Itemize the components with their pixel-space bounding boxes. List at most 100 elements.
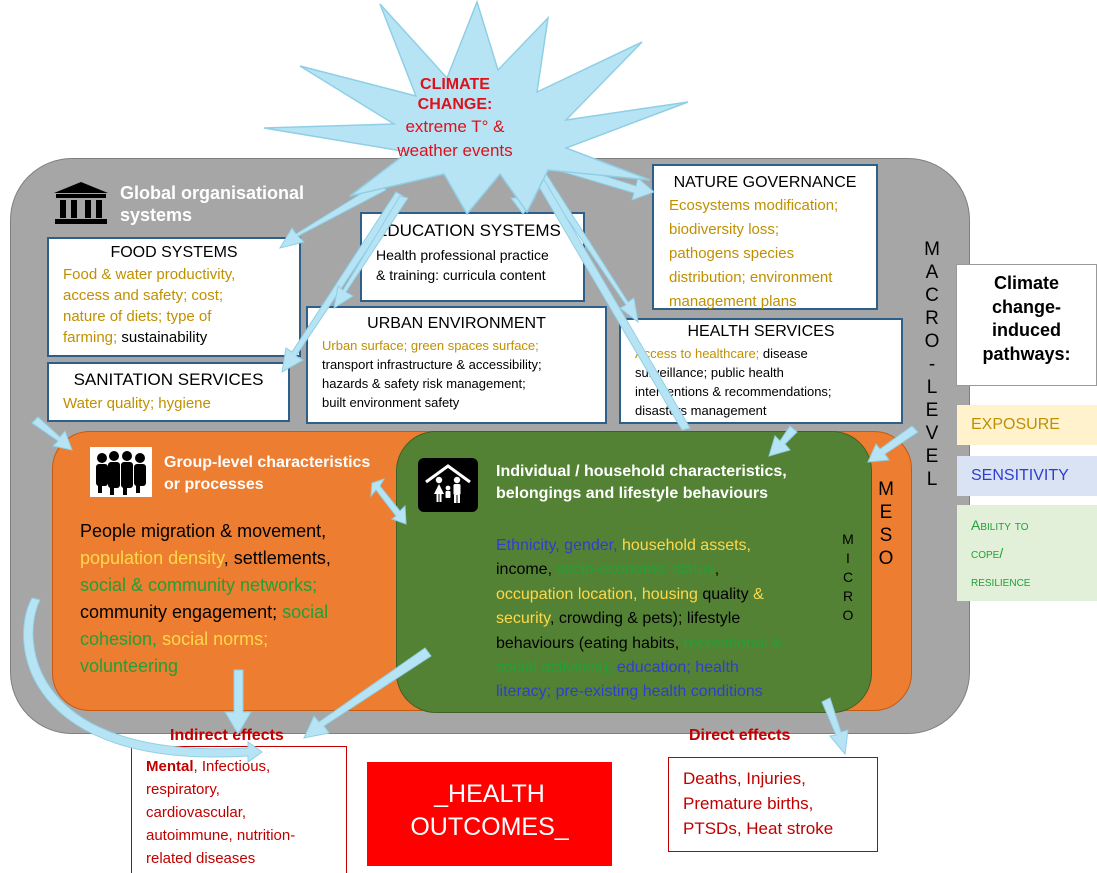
urban-line: hazards & safety risk management; [322, 376, 526, 391]
legend-sensitivity: SENSITIVITY [957, 456, 1097, 496]
health-outcomes-line: OUTCOMES_ [410, 813, 569, 841]
nature-line: biodiversity loss; [669, 221, 780, 238]
direct-line: PTSDs, Heat stroke [683, 819, 834, 838]
legend-ability: Ability to cope/ resilience [957, 505, 1097, 601]
arrow-to-urban [333, 195, 409, 310]
group-line: population density [80, 548, 224, 568]
macro-letter: A [925, 262, 939, 283]
individual-title-line1: Individual / household characteristics, [496, 463, 787, 480]
arrow-meso-to-indirect [224, 669, 252, 735]
food-line: Food & water productivity, [63, 266, 236, 283]
individual-line: recreational & [679, 634, 783, 652]
individual-line: behaviours (eating habits, [496, 634, 680, 652]
arrow-to-health [533, 165, 639, 324]
macro-letter: E [925, 400, 939, 421]
individual-line: income, [496, 561, 557, 579]
macro-level-label: M A C R O - L E V E L [922, 238, 942, 491]
climate-line: CLIMATE [420, 76, 490, 93]
nature-line: distribution; environment [669, 269, 833, 286]
health-services-line: Access to healthcare; [635, 346, 760, 361]
legend-exposure: EXPOSURE [957, 405, 1097, 445]
arrow-micro-to-direct [821, 697, 849, 756]
food-line: access and safety; cost; [63, 287, 224, 304]
urban-environment-box: URBAN ENVIRONMENT Urban surface; green s… [306, 306, 607, 424]
group-line: community engagement; [80, 602, 278, 622]
group-line: social norms; [157, 629, 269, 649]
education-line: & training: curricula content [376, 267, 546, 283]
individual-line: quality [697, 585, 754, 603]
arrow-to-sanitation [281, 191, 404, 373]
legend-sensitivity-label: SENSITIVITY [971, 467, 1069, 484]
arrow-macro-to-meso [867, 425, 919, 463]
food-line: farming; [63, 329, 118, 346]
global-org-title-line2: systems [120, 205, 193, 225]
climate-change-text: CLIMATE CHANGE: extreme T° & weather eve… [355, 75, 555, 163]
nature-line: management plans [669, 293, 797, 310]
micro-letter: R [842, 588, 854, 604]
direct-effects-label: Direct effects [689, 727, 791, 744]
arrow-group-individual [370, 478, 407, 525]
health-outcomes-line: _HEALTH [434, 780, 545, 808]
individual-line: education; health [612, 659, 739, 677]
health-services-line: interventions & recommendations; [635, 384, 832, 399]
macro-letter: O [924, 331, 940, 352]
meso-letter: M [878, 479, 894, 500]
individual-line: Ethnicity, gender, [496, 537, 618, 554]
individual-line: household assets, [617, 537, 751, 554]
arrow-curve-left [23, 597, 263, 763]
health-services-line: surveillance; public health [635, 365, 784, 380]
nature-line: Ecosystems modification; [669, 197, 839, 214]
indirect-line: cardiovascular, [146, 804, 247, 821]
macro-letter: L [926, 469, 938, 490]
macro-letter: E [925, 446, 939, 467]
arrow-micro-to-indirect [303, 647, 432, 739]
urban-title: URBAN ENVIRONMENT [367, 315, 546, 332]
sanitation-line: Water quality; hygiene [63, 395, 211, 412]
individual-line: occupation location, housing [496, 585, 698, 603]
meso-level-label: M E S O [876, 478, 896, 570]
health-services-title: HEALTH SERVICES [687, 323, 835, 340]
individual-line: & [753, 585, 764, 603]
nature-line: pathogens species [669, 245, 795, 262]
education-title: EDUCATION SYSTEMS [376, 221, 561, 240]
climate-burst [263, 0, 689, 216]
urban-line: Urban surface; green spaces surface; [322, 338, 539, 353]
individual-title: Individual / household characteristics, … [496, 461, 787, 505]
micro-letter: M [842, 531, 854, 547]
legend-title-line: Climate [993, 273, 1060, 293]
indirect-effects-box: Mental, Infectious, respiratory, cardiov… [131, 746, 347, 873]
legend-ability-line: resilience [971, 573, 1031, 589]
urban-line: transport infrastructure & accessibility… [322, 357, 542, 372]
health-outcomes-box: _HEALTH OUTCOMES_ [367, 762, 612, 866]
group-line: People migration & movement, [80, 521, 327, 541]
group-title-line2: or processes [164, 476, 264, 493]
group-title-line1: Group-level characteristics [164, 454, 371, 471]
macro-letter: M [924, 239, 940, 260]
group-line: cohesion, [80, 629, 158, 649]
group-line: social [277, 602, 329, 622]
micro-level-label: M I C R O [838, 530, 858, 625]
nature-governance-box: NATURE GOVERNANCE Ecosystems modificatio… [652, 164, 878, 310]
legend-title-line: change- [991, 296, 1061, 317]
legend-ability-line: cope/ [971, 545, 1004, 561]
micro-letter: I [846, 550, 850, 566]
legend-title-line: induced [991, 320, 1061, 340]
global-org-title: Global organisational systems [120, 182, 304, 226]
macro-letter: R [925, 308, 939, 329]
household-icon [418, 458, 478, 512]
arrow-to-food [278, 181, 387, 249]
food-line: nature of diets; type of [63, 308, 212, 325]
group-level-text: People migration & movement, population … [80, 518, 331, 680]
urban-line: built environment safety [322, 395, 460, 410]
health-services-box: HEALTH SERVICES Access to healthcare; di… [619, 318, 903, 424]
sanitation-services-box: SANITATION SERVICES Water quality; hygie… [47, 362, 290, 422]
global-org-title-line1: Global organisational [120, 183, 305, 203]
individual-line: socio-economic status [556, 561, 715, 579]
macro-letter: C [925, 285, 939, 306]
climate-line: weather events [397, 141, 513, 160]
legend-exposure-label: EXPOSURE [971, 416, 1060, 433]
direct-line: Deaths, Injuries, [683, 769, 806, 788]
macro-letter: - [928, 354, 936, 375]
micro-letter: C [842, 569, 854, 585]
